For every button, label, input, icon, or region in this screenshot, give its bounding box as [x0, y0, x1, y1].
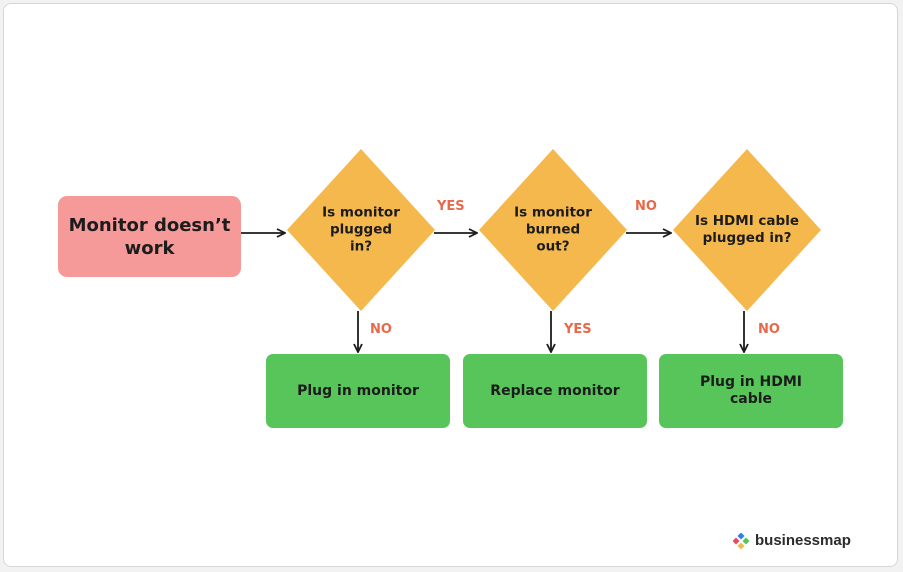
action-node-plug-in-monitor: Plug in monitor — [266, 354, 450, 428]
action-label: Plug in HDMI cable — [699, 374, 803, 407]
connector-arrows — [241, 4, 899, 568]
decision-diamond-shape — [287, 149, 435, 311]
edge-label-yes: YES — [437, 199, 465, 214]
action-label: Replace monitor — [490, 382, 620, 399]
start-node: Monitor doesn’t work — [58, 196, 241, 277]
brand-name: businessmap — [755, 532, 851, 549]
decision-diamond-shape — [479, 149, 627, 311]
decision-label: Is monitor plugged in? — [322, 204, 400, 255]
edge-label-no: NO — [758, 322, 780, 337]
decision-node-burned: Is monitor burned out? — [479, 149, 627, 311]
decision-node-hdmi: Is HDMI cable plugged in? — [673, 149, 821, 311]
decision-label: Is monitor burned out? — [514, 204, 592, 255]
decision-node-plugged: Is monitor plugged in? — [287, 149, 435, 311]
edge-label-no: NO — [635, 199, 657, 214]
businessmap-logo: businessmap — [733, 532, 851, 549]
businessmap-logo-icon — [733, 532, 749, 549]
start-node-label: Monitor doesn’t work — [68, 214, 231, 259]
decision-label: Is HDMI cable plugged in? — [695, 213, 799, 246]
action-node-replace-monitor: Replace monitor — [463, 354, 647, 428]
edge-label-yes: YES — [564, 322, 592, 337]
action-label: Plug in monitor — [297, 382, 419, 399]
action-node-plug-in-hdmi: Plug in HDMI cable — [659, 354, 843, 428]
edge-label-no: NO — [370, 322, 392, 337]
diagram-canvas: Monitor doesn’t work Is monitor plugged … — [3, 3, 898, 567]
decision-diamond-shape — [673, 149, 821, 311]
